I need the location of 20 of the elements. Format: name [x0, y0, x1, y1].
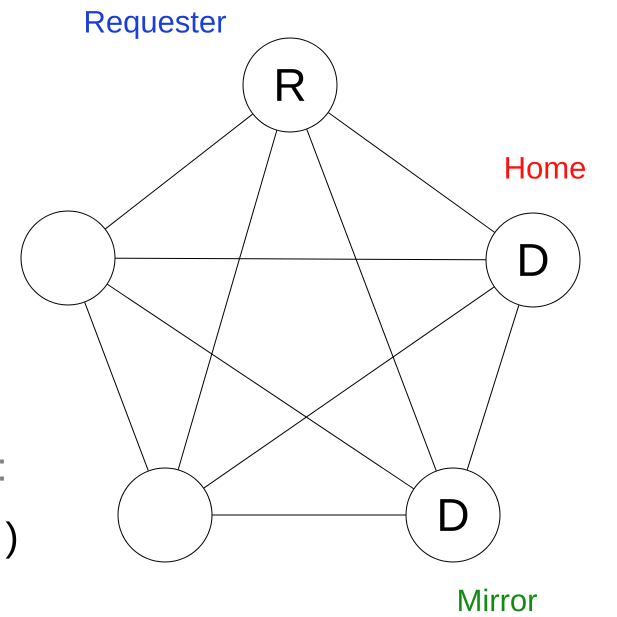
circle-node: D: [406, 468, 500, 562]
connector-line: [107, 284, 414, 490]
connector-line: [306, 128, 437, 472]
connector-line: [212, 514, 406, 516]
connector-line: [178, 130, 278, 470]
empty-circle: [118, 468, 212, 562]
connector-line: [466, 304, 520, 470]
cut-text: ): [6, 521, 16, 559]
connector-line: [204, 286, 494, 488]
empty-circle: [20, 210, 116, 306]
connector-line: [328, 112, 495, 233]
connector-line: [104, 114, 254, 230]
node-caption: Mirror: [459, 588, 537, 612]
circle-node: D: [486, 212, 580, 308]
node-caption: Requester: [86, 11, 226, 39]
cut-text: :: [0, 459, 4, 481]
circle-node: R: [242, 38, 338, 132]
node-caption: Home: [506, 157, 585, 179]
connector-line: [115, 258, 486, 260]
connector-line: [84, 302, 149, 472]
